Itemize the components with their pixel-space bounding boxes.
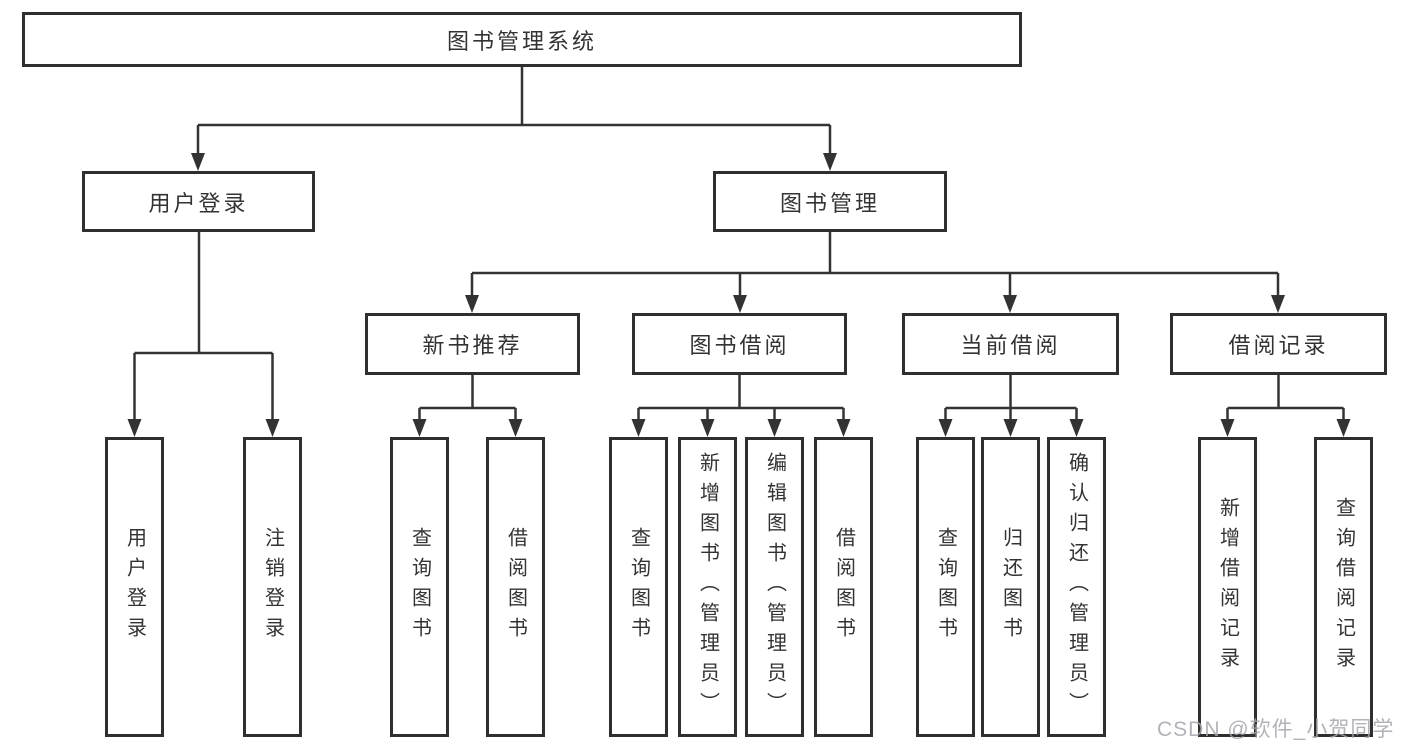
leaf-label: 确认归还（管理员） — [1065, 452, 1088, 722]
node-new-book-recommend: 新书推荐 — [365, 313, 580, 375]
leaf-confirm-return-admin: 确认归还（管理员） — [1047, 437, 1106, 737]
leaf-borrow-book: 借阅图书 — [814, 437, 873, 737]
leaf-label: 注销登录 — [261, 527, 284, 647]
leaf-label: 查询图书 — [627, 527, 650, 647]
leaf-user-login: 用户登录 — [105, 437, 164, 737]
leaf-query-book-current: 查询图书 — [916, 437, 975, 737]
leaf-label: 查询图书 — [408, 527, 431, 647]
connector-book-mgmt-children — [465, 232, 1285, 313]
leaf-label: 借阅图书 — [832, 527, 855, 647]
node-library-system: 图书管理系统 — [22, 12, 1022, 67]
leaf-add-book-admin: 新增图书（管理员） — [678, 437, 737, 737]
leaf-label: 新增借阅记录 — [1216, 497, 1239, 677]
node-user-login: 用户登录 — [82, 171, 315, 232]
leaf-edit-book-admin: 编辑图书（管理员） — [745, 437, 804, 737]
leaf-label: 新增图书（管理员） — [696, 452, 719, 722]
leaf-label: 查询图书 — [934, 527, 957, 647]
leaf-query-book-borrow: 查询图书 — [609, 437, 668, 737]
node-label: 图书借阅 — [689, 333, 790, 358]
node-label: 用户登录 — [148, 190, 249, 216]
leaf-label: 查询借阅记录 — [1332, 497, 1355, 677]
leaf-label: 编辑图书（管理员） — [763, 452, 786, 722]
leaf-add-borrow-record: 新增借阅记录 — [1198, 437, 1257, 737]
leaf-logout: 注销登录 — [243, 437, 302, 737]
connector-user-login-children — [127, 232, 280, 437]
node-book-management: 图书管理 — [713, 171, 947, 232]
node-current-borrow: 当前借阅 — [902, 313, 1119, 375]
leaf-label: 借阅图书 — [504, 527, 527, 647]
connector-root-to-level2 — [191, 67, 837, 171]
leaf-return-book: 归还图书 — [981, 437, 1040, 737]
leaf-query-borrow-record: 查询借阅记录 — [1314, 437, 1373, 737]
leaf-borrow-book-recommend: 借阅图书 — [486, 437, 545, 737]
node-label: 新书推荐 — [422, 333, 523, 358]
node-label: 图书管理系统 — [446, 28, 597, 54]
watermark: CSDN @软件_小贺同学 — [1157, 718, 1395, 741]
connector-new-book-children — [412, 375, 523, 437]
leaf-label: 用户登录 — [123, 527, 146, 647]
node-borrow-record: 借阅记录 — [1170, 313, 1387, 375]
node-label: 当前借阅 — [960, 333, 1061, 358]
connector-borrow-record-children — [1220, 375, 1351, 437]
node-book-borrow: 图书借阅 — [632, 313, 847, 375]
node-label: 图书管理 — [779, 190, 880, 216]
connector-book-borrow-children — [631, 375, 851, 437]
leaf-query-book-recommend: 查询图书 — [390, 437, 449, 737]
node-label: 借阅记录 — [1228, 333, 1329, 358]
leaf-label: 归还图书 — [999, 527, 1022, 647]
connector-current-borrow-children — [938, 375, 1084, 437]
